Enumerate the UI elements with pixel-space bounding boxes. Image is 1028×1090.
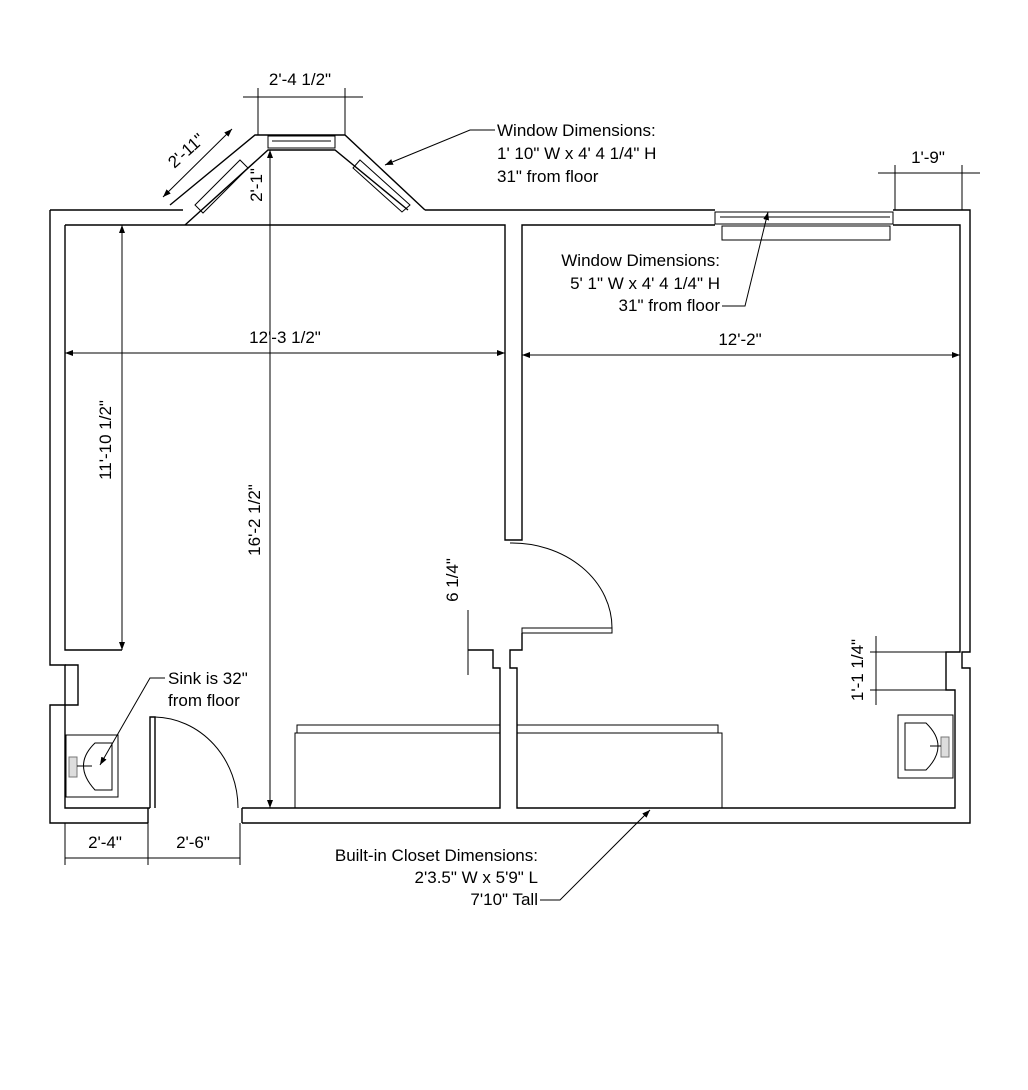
right-window-note-line-3: 31" from floor <box>619 296 721 315</box>
closet-note-line-2: 2'3.5" W x 5'9" L <box>415 868 538 887</box>
right-window-note-line-2: 5' 1" W x 4' 4 1/4" H <box>570 274 720 293</box>
right-window <box>714 211 894 241</box>
sink-note-line-2: from floor <box>168 691 240 710</box>
bay-window-note-line-3: 31" from floor <box>497 167 599 186</box>
sink-note-line-1: Sink is 32" <box>168 669 248 688</box>
right-jog-label: 1'-1 1/4" <box>848 639 867 701</box>
left-room-depth-label: 16'-2 1/2" <box>245 484 264 556</box>
closets <box>294 724 723 808</box>
bay-window-note-line-2: 1' 10" W x 4' 4 1/4" H <box>497 144 656 163</box>
sink-wall-width-label: 2'-4" <box>88 833 122 852</box>
interior-door <box>509 542 613 634</box>
bay-depth-label: 2'-1" <box>247 168 266 202</box>
sink-right <box>897 714 954 779</box>
bay-window <box>194 135 411 214</box>
dimension-lines <box>64 88 980 901</box>
right-window-note-line-1: Window Dimensions: <box>561 251 720 270</box>
bay-window-width-label: 2'-4 1/2" <box>269 70 331 89</box>
door-width-label: 2'-6" <box>176 833 210 852</box>
closet-note-line-1: Built-in Closet Dimensions: <box>335 846 538 865</box>
closet-note-line-3: 7'10" Tall <box>470 890 538 909</box>
right-room-width-label: 12'-2" <box>718 330 761 349</box>
bay-window-note-line-1: Window Dimensions: <box>497 121 656 140</box>
bay-side-width-label: 2'-11" <box>164 130 208 172</box>
entry-door <box>154 716 239 809</box>
door-jog-label: 6 1/4" <box>443 558 462 602</box>
sink-left <box>65 734 119 798</box>
left-room-width-label: 12'-3 1/2" <box>249 328 321 347</box>
left-alcove-depth-label: 11'-10 1/2" <box>96 400 115 480</box>
right-window-offset-label: 1'-9" <box>911 148 945 167</box>
walls <box>49 134 971 824</box>
